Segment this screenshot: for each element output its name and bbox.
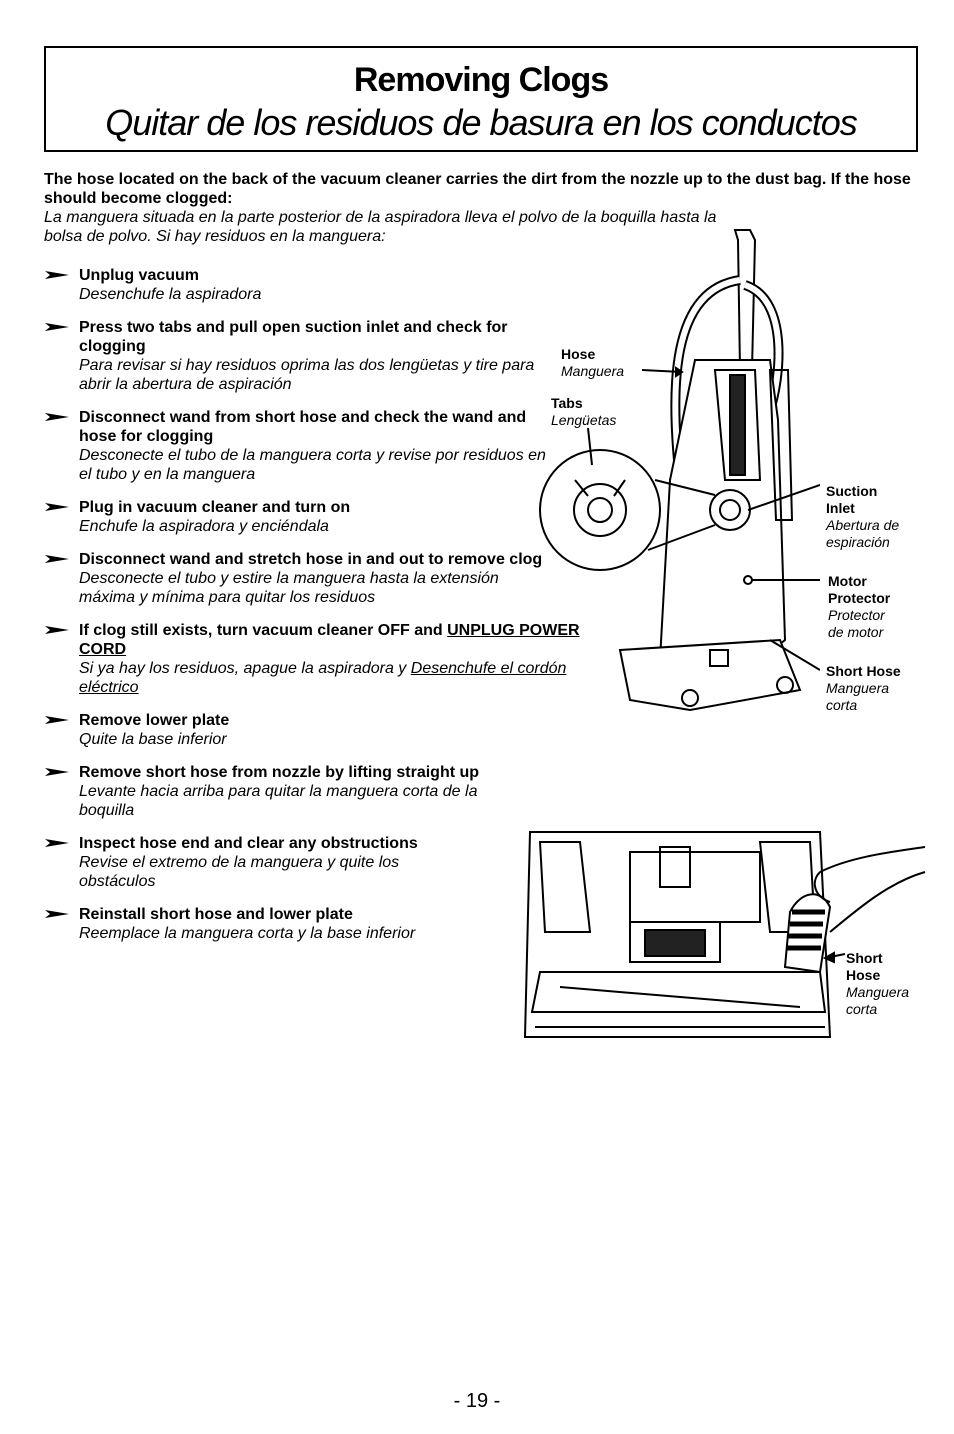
step-item: Plug in vacuum cleaner and turn on Enchu… bbox=[44, 498, 604, 536]
arrow-bullet-icon bbox=[45, 413, 69, 421]
arrow-bullet-icon bbox=[45, 626, 69, 634]
step-item: Remove lower plate Quite la base inferio… bbox=[44, 711, 604, 749]
intro: The hose located on the back of the vacu… bbox=[44, 170, 916, 246]
suction-label-es2: espiración bbox=[826, 534, 890, 550]
step-item: Disconnect wand from short hose and chec… bbox=[44, 408, 559, 484]
step-english: Remove short hose from nozzle by lifting… bbox=[79, 764, 480, 781]
tabs-label: Tabs Lengüetas bbox=[551, 395, 616, 429]
step-spanish: Desconecte el tubo de la manguera corta … bbox=[79, 447, 546, 483]
short-hose-label-es2: corta bbox=[826, 697, 858, 713]
unplug-warning-es: Desenchufe el cordón eléctrico bbox=[79, 660, 567, 696]
step-spanish: Reemplace la manguera corta y la base in… bbox=[79, 925, 416, 942]
step-english: Disconnect wand from short hose and chec… bbox=[79, 409, 527, 445]
short-hose-label-2: Short Hose Manguera corta bbox=[846, 950, 909, 1018]
step-spanish: Revise el extremo de la manguera y quite… bbox=[79, 854, 400, 890]
motor-protector-label: Motor Protector Protector de motor bbox=[828, 573, 890, 641]
step-item: If clog still exists, turn vacuum cleane… bbox=[44, 621, 619, 697]
step-english: Unplug vacuum bbox=[79, 267, 200, 284]
step-english-text: If clog still exists, turn vacuum cleane… bbox=[79, 622, 443, 639]
title-box: Removing Clogs Quitar de los residuos de… bbox=[44, 46, 918, 152]
step-item: Reinstall short hose and lower plate Ree… bbox=[44, 905, 604, 943]
motor-label-en1: Motor bbox=[828, 573, 867, 589]
short-hose-label-es1: Manguera bbox=[826, 680, 890, 696]
step-spanish: Quite la base inferior bbox=[79, 731, 227, 748]
hose-label-es: Manguera bbox=[561, 363, 625, 379]
arrow-bullet-icon bbox=[45, 716, 69, 724]
step-item: Press two tabs and pull open suction inl… bbox=[44, 318, 549, 394]
arrow-bullet-icon bbox=[45, 323, 69, 331]
step-english: If clog still exists, turn vacuum cleane… bbox=[79, 621, 619, 659]
arrow-bullet-icon bbox=[45, 271, 69, 279]
page-number: - 19 - bbox=[453, 1390, 501, 1412]
step-english: Plug in vacuum cleaner and turn on bbox=[79, 499, 351, 516]
step-spanish: Desconecte el tubo y estire la manguera … bbox=[79, 570, 499, 606]
suction-inlet-label: Suction Inlet Abertura de espiración bbox=[826, 483, 899, 551]
step-english: Reinstall short hose and lower plate bbox=[79, 906, 353, 923]
motor-label-en2: Protector bbox=[828, 590, 891, 606]
step-english: Remove lower plate bbox=[79, 712, 230, 729]
suction-label-en1: Suction bbox=[826, 483, 878, 499]
arrow-bullet-icon bbox=[45, 555, 69, 563]
intro-english: The hose located on the back of the vacu… bbox=[44, 171, 911, 207]
step-spanish: Desenchufe la aspiradora bbox=[79, 286, 262, 303]
arrow-bullet-icon bbox=[45, 768, 69, 776]
suction-label-es1: Abertura de bbox=[826, 517, 900, 533]
tabs-label-en: Tabs bbox=[551, 395, 583, 411]
hose-label-en: Hose bbox=[561, 346, 596, 362]
step-item: Disconnect wand and stretch hose in and … bbox=[44, 550, 549, 607]
nozzle-illustration bbox=[523, 831, 926, 1038]
short-hose-label: Short Hose Manguera corta bbox=[826, 663, 901, 714]
step-spanish: Enchufe la aspiradora y enciéndala bbox=[79, 518, 329, 535]
step-english: Disconnect wand and stretch hose in and … bbox=[79, 551, 543, 568]
step-item: Inspect hose end and clear any obstructi… bbox=[44, 834, 519, 891]
short-hose2-en1: Short bbox=[846, 950, 883, 966]
step-item: Unplug vacuum Desenchufe la aspiradora bbox=[44, 266, 604, 304]
arrow-bullet-icon bbox=[45, 503, 69, 511]
step-english: Inspect hose end and clear any obstructi… bbox=[79, 835, 418, 852]
tabs-label-es: Lengüetas bbox=[551, 412, 617, 428]
page-title: Removing Clogs bbox=[353, 61, 609, 99]
step-english: Press two tabs and pull open suction inl… bbox=[79, 319, 508, 355]
step-list: Unplug vacuum Desenchufe la aspiradora P… bbox=[44, 266, 604, 957]
intro-spanish: La manguera situada en la parte posterio… bbox=[44, 209, 717, 245]
motor-label-es1: Protector bbox=[828, 607, 885, 623]
step-spanish: Para revisar si hay residuos oprima las … bbox=[79, 357, 535, 393]
unplug-warning: UNPLUG POWER CORD bbox=[79, 622, 580, 658]
step-item: Remove short hose from nozzle by lifting… bbox=[44, 763, 619, 820]
short-hose2-es2: corta bbox=[846, 1001, 878, 1017]
suction-label-en2: Inlet bbox=[826, 500, 855, 516]
page-subtitle: Quitar de los residuos de basura en los … bbox=[105, 102, 857, 143]
vacuum-illustration bbox=[539, 229, 820, 712]
short-hose2-es1: Manguera bbox=[846, 984, 910, 1000]
motor-label-es2: de motor bbox=[828, 624, 884, 640]
arrow-bullet-icon bbox=[45, 910, 69, 918]
short-hose2-en2: Hose bbox=[846, 967, 881, 983]
step-spanish: Levante hacia arriba para quitar la mang… bbox=[79, 783, 478, 819]
hose-label: Hose Manguera bbox=[561, 346, 624, 380]
short-hose-label-en: Short Hose bbox=[826, 663, 901, 679]
arrow-bullet-icon bbox=[45, 839, 69, 847]
step-spanish: Si ya hay los residuos, apague la aspira… bbox=[79, 659, 619, 697]
step-spanish-text: Si ya hay los residuos, apague la aspira… bbox=[79, 660, 407, 677]
